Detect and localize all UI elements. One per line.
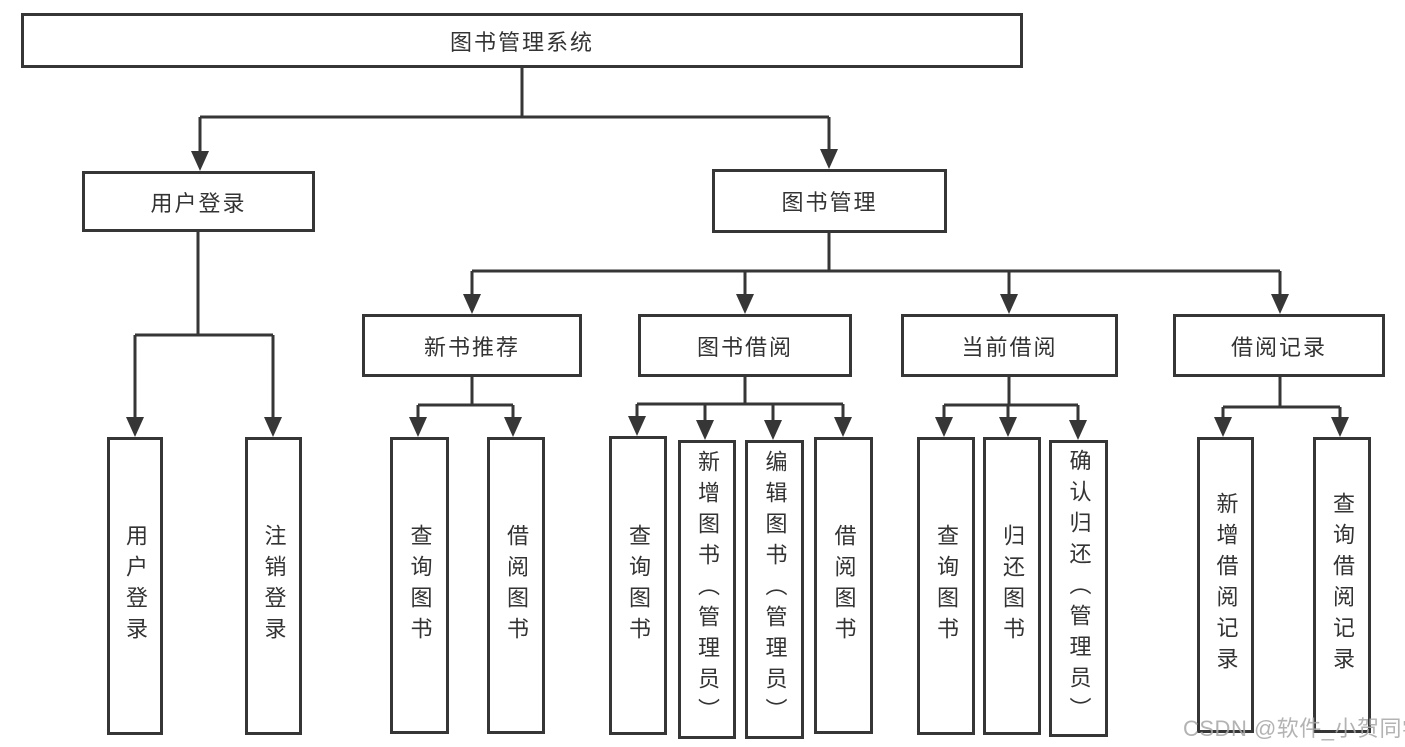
node-book-borrow: 图书借阅 xyxy=(638,314,852,377)
arrowhead xyxy=(463,294,481,314)
arrowhead xyxy=(409,417,427,437)
arrowhead xyxy=(696,420,714,440)
arrowhead xyxy=(764,420,782,440)
node-book-management-branch: 图书管理 xyxy=(712,169,947,233)
connector-bookmgmt-to-groups xyxy=(470,233,1282,299)
arrowhead xyxy=(1000,294,1018,314)
connector-currentborrow-to-leaves xyxy=(942,377,1080,425)
arrowhead xyxy=(820,149,838,169)
arrowhead xyxy=(834,417,852,437)
arrowhead xyxy=(999,417,1017,437)
leaf-user-login: 用户登录 xyxy=(107,437,163,735)
leaf-query-borrow-record: 查询借阅记录 xyxy=(1313,437,1371,733)
arrowhead xyxy=(191,151,209,171)
node-borrow-records: 借阅记录 xyxy=(1173,314,1385,377)
arrowhead xyxy=(1271,294,1289,314)
node-current-borrow: 当前借阅 xyxy=(901,314,1118,377)
leaf-edit-book-admin: 编辑图书（管理员） xyxy=(745,440,804,739)
leaf-logout: 注销登录 xyxy=(245,437,302,735)
leaf-add-book-admin: 新增图书（管理员） xyxy=(678,440,736,739)
leaf-query-book: 查询图书 xyxy=(917,437,975,735)
leaf-query-book: 查询图书 xyxy=(609,436,667,735)
leaf-borrow-book: 借阅图书 xyxy=(487,437,545,734)
arrowhead xyxy=(1214,417,1232,437)
connector-bookborrow-to-leaves xyxy=(635,377,845,425)
connector-root-to-level2 xyxy=(198,68,831,156)
leaf-borrow-book: 借阅图书 xyxy=(814,437,873,734)
leaf-confirm-return-admin: 确认归还（管理员） xyxy=(1049,440,1108,737)
arrowhead xyxy=(1069,420,1087,440)
leaf-add-borrow-record: 新增借阅记录 xyxy=(1197,437,1254,733)
leaf-query-book: 查询图书 xyxy=(390,437,449,734)
connector-records-to-leaves xyxy=(1221,377,1342,422)
node-new-book-recommend: 新书推荐 xyxy=(362,314,582,377)
arrowhead xyxy=(504,417,522,437)
arrowhead xyxy=(935,417,953,437)
connector-userlogin-to-leaves xyxy=(133,232,275,422)
arrowhead xyxy=(1331,417,1349,437)
arrowhead xyxy=(628,416,646,436)
arrowhead xyxy=(264,417,282,437)
node-library-system: 图书管理系统 xyxy=(21,13,1023,68)
arrowhead xyxy=(126,417,144,437)
connector-newbook-to-leaves xyxy=(416,377,515,422)
arrowhead xyxy=(736,294,754,314)
node-user-login-branch: 用户登录 xyxy=(82,171,315,232)
csdn-watermark: CSDN @软件_小贺同学 xyxy=(1183,716,1405,741)
leaf-return-book: 归还图书 xyxy=(983,437,1041,735)
